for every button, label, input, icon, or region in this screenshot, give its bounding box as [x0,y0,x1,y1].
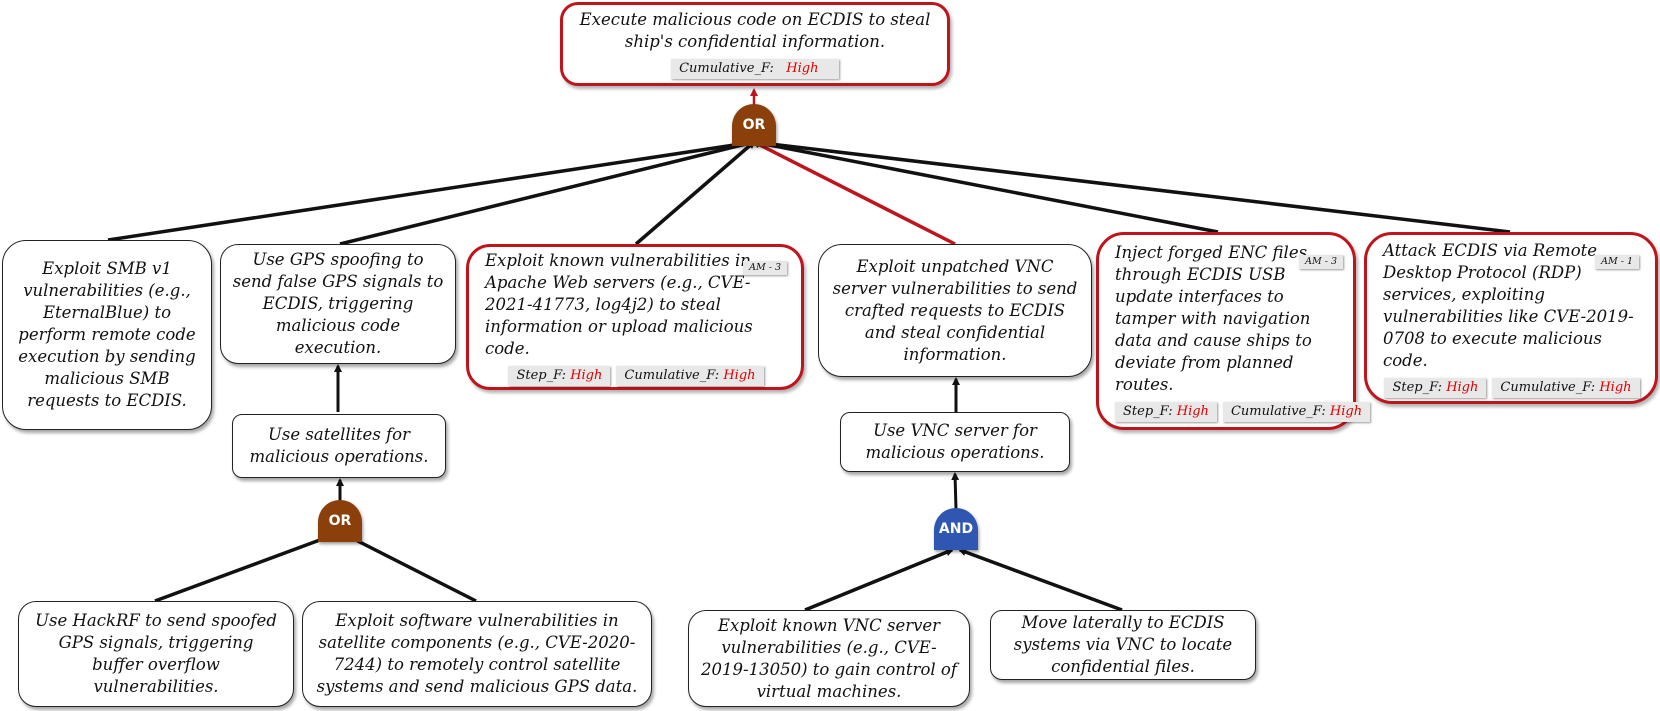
edge-vnc-unpatched [752,140,956,246]
step-label: Step_F: [1123,404,1173,419]
node-satellites-text: Use satellites for malicious operations. [249,425,429,466]
node-smb-text: Exploit SMB v1 vulnerabilities (e.g., Et… [18,259,196,410]
or-gate-gps-label: OR [328,513,352,529]
rdp-step-tag: Step_F: High [1384,378,1487,398]
cumulative-value: High [1599,380,1632,395]
node-vnc-unpatched-text: Exploit unpatched VNC server vulnerabili… [832,256,1078,364]
rdp-cumulative-tag: Cumulative_F: High [1492,378,1640,398]
edge-apache [634,140,756,246]
node-enc-text: Inject forged ENC files through ECDIS US… [1115,243,1312,394]
node-vnc-server: Use VNC server for malicious operations. [840,412,1070,472]
edge-sat-sw [342,532,477,603]
step-value: High [1446,380,1479,395]
cumulative-label: Cumulative_F: [1230,404,1326,419]
node-sat-sw: Exploit software vulnerabilities in sate… [302,601,652,707]
node-smb: Exploit SMB v1 vulnerabilities (e.g., Et… [2,240,212,430]
or-gate-top: OR [732,104,776,146]
edge-and [951,472,960,510]
and-gate-vnc-label: AND [938,521,974,537]
node-vnc-server-text: Use VNC server for malicious operations. [865,421,1045,462]
node-vnc-unpatched: Exploit unpatched VNC server vulnerabili… [818,244,1092,377]
edge-rdp [752,138,1511,234]
or-gate-gps: OR [318,500,362,542]
cumulative-value: High [1329,404,1363,419]
edge-hackrf [154,532,338,603]
cumulative-label: Cumulative_F: [1500,380,1596,395]
node-sat-sw-text: Exploit software vulnerabilities in sate… [316,611,638,696]
node-vnc-known-text: Exploit known VNC server vulnerabilities… [701,615,957,701]
apache-cumulative-tag: Cumulative_F: High [616,366,764,386]
or-gate-top-label: OR [742,117,766,133]
node-lateral: Move laterally to ECDIS systems via VNC … [990,610,1256,680]
edge-gps-spoof [339,139,756,246]
node-gps-spoof-text: Use GPS spoofing to send false GPS signa… [232,250,444,357]
node-enc: AM - 3 Inject forged ENC files through E… [1096,232,1371,430]
cumulative-label: Cumulative_F: [624,368,720,383]
am-badge-apache: AM - 3 [743,261,787,275]
edge-vnc-known [804,548,954,612]
cumulative-label: Cumulative_F: [679,61,774,76]
step-label: Step_F: [516,368,567,383]
apache-step-tag: Step_F: High [508,366,611,386]
node-satellites: Use satellites for malicious operations. [232,414,446,478]
step-value: High [1176,404,1209,419]
node-apache: AM - 3 Exploit known vulnerabilities in … [466,244,804,390]
root-goal-text: Execute malicious code on ECDIS to steal… [579,10,931,51]
root-goal-node: Execute malicious code on ECDIS to steal… [560,2,950,86]
cumulative-value: High [723,368,756,383]
node-hackrf-text: Use HackRF to send spoofed GPS signals, … [35,611,277,696]
node-hackrf: Use HackRF to send spoofed GPS signals, … [18,601,294,707]
node-rdp: AM - 1 Attack ECDIS via Remote Desktop P… [1364,232,1658,404]
root-cumulative-tag: Cumulative_F: High [671,59,839,79]
cumulative-value: High [786,61,819,76]
node-lateral-text: Move laterally to ECDIS systems via VNC … [1013,613,1233,676]
node-rdp-text: Attack ECDIS via Remote Desktop Protocol… [1383,241,1634,370]
enc-step-tag: Step_F: High [1115,402,1217,422]
node-gps-spoof: Use GPS spoofing to send false GPS signa… [220,244,456,364]
enc-cumulative-tag: Cumulative_F: High [1222,402,1371,422]
node-apache-text: Exploit known vulnerabilities in Apache … [485,251,753,358]
step-label: Step_F: [1392,380,1443,395]
node-vnc-known: Exploit known VNC server vulnerabilities… [688,610,970,707]
and-gate-vnc: AND [934,508,978,550]
am-badge-enc: AM - 3 [1299,255,1343,269]
edge-smb [107,138,756,242]
edge-enc [752,139,1219,234]
am-badge-rdp: AM - 1 [1595,255,1639,269]
edge-lateral [958,548,1123,612]
step-value: High [570,368,603,383]
